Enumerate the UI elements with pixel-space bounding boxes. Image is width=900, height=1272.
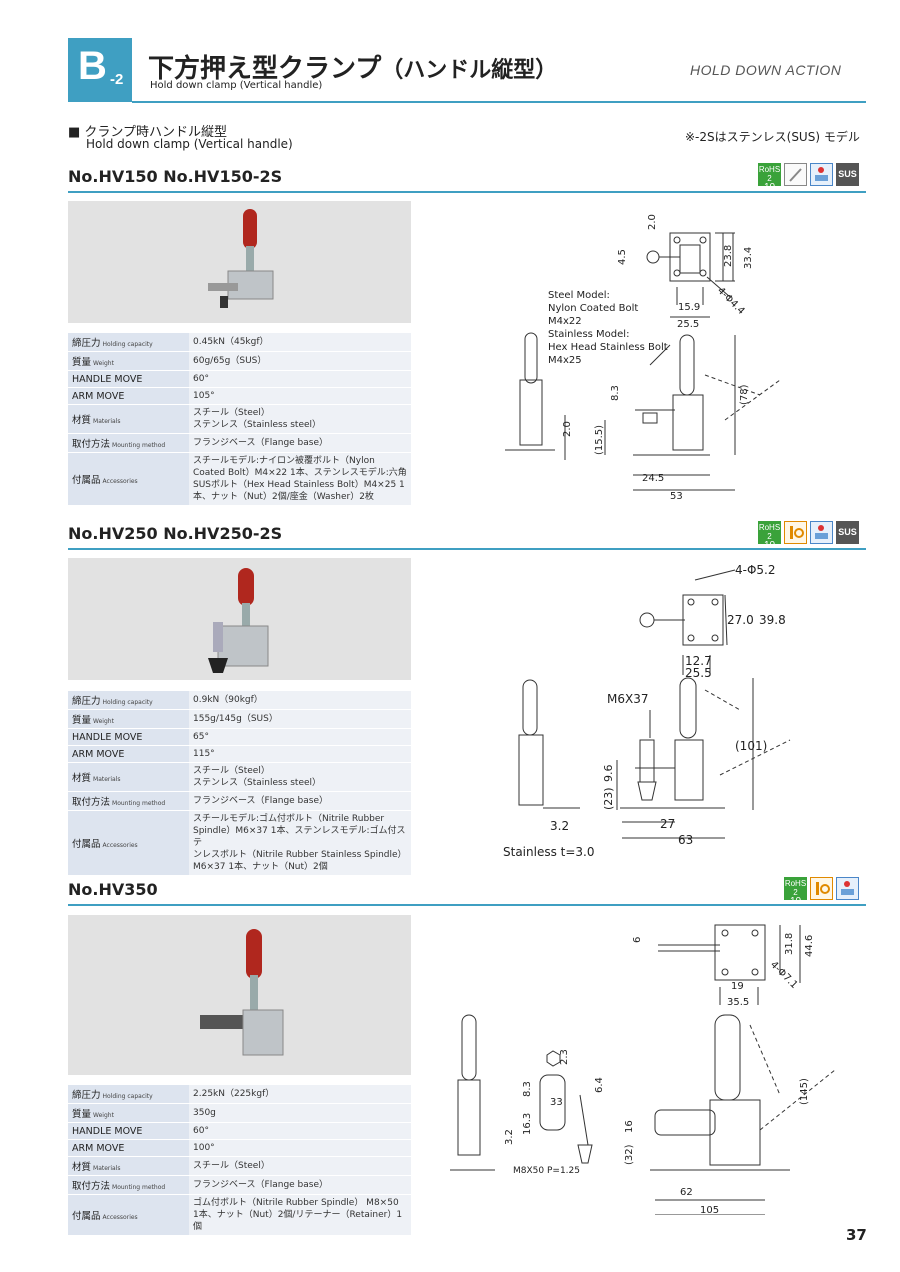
page-number: 37 <box>846 1226 867 1244</box>
svg-text:16: 16 <box>624 1120 635 1133</box>
svg-text:33.4: 33.4 <box>743 247 754 269</box>
svg-text:(78): (78) <box>739 384 750 405</box>
svg-text:19: 19 <box>731 981 744 992</box>
svg-text:8.3: 8.3 <box>522 1081 533 1097</box>
technical-drawing: 4-Φ5.2 27.0 39.8 12.7 25.5 M6X37 (101) 9… <box>503 563 791 859</box>
svg-text:31.8: 31.8 <box>784 933 795 955</box>
section-title: ■ クランプ時ハンドル縦型 <box>68 125 228 140</box>
svg-text:M4x22: M4x22 <box>548 316 582 327</box>
svg-text:53: 53 <box>670 491 683 502</box>
clamp-photo-icon <box>208 209 274 308</box>
svg-text:Hex Head Stainless Bolt: Hex Head Stainless Bolt <box>548 342 668 353</box>
svg-text:24.5: 24.5 <box>642 473 664 484</box>
technical-drawing: 6 31.8 44.6 4-Φ7.1 19 35.5 2.3 8.3 6.4 3… <box>450 924 836 1215</box>
svg-text:35.5: 35.5 <box>727 997 749 1008</box>
sus-icon: SUS <box>836 163 859 186</box>
svg-text:(32): (32) <box>624 1144 635 1165</box>
svg-text:Stainless t=3.0: Stainless t=3.0 <box>503 845 595 859</box>
svg-text:9.6: 9.6 <box>602 765 615 783</box>
svg-text:63: 63 <box>678 833 693 847</box>
clamp-photo-icon <box>200 929 284 1056</box>
svg-text:4.5: 4.5 <box>617 249 628 265</box>
svg-text:8.3: 8.3 <box>610 385 621 401</box>
svg-text:23.8: 23.8 <box>723 245 734 267</box>
page-subtitle: Hold down clamp (Vertical handle) <box>150 80 323 91</box>
bolt-washer-icon <box>784 521 807 544</box>
bolt-washer-icon <box>810 877 833 900</box>
svg-text:6: 6 <box>632 937 643 943</box>
product-title: No.HV350 <box>68 880 158 899</box>
product-rule <box>68 191 866 193</box>
svg-text:M8X50 P=1.25: M8X50 P=1.25 <box>513 1166 580 1176</box>
svg-text:4-Φ5.2: 4-Φ5.2 <box>735 563 776 577</box>
technical-drawing: 2.0 4.5 23.8 33.4 15.9 4-Φ4.4 25.5 Steel… <box>505 214 781 502</box>
svg-text:27: 27 <box>660 817 675 831</box>
svg-text:(145): (145) <box>799 1078 810 1105</box>
svg-text:4-Φ7.1: 4-Φ7.1 <box>768 959 800 991</box>
section-badge: B -2 <box>68 38 132 102</box>
sus-icon: SUS <box>836 521 859 544</box>
header-rule <box>132 101 866 103</box>
svg-text:39.8: 39.8 <box>759 613 786 627</box>
svg-text:25.5: 25.5 <box>677 319 699 330</box>
svg-text:(101): (101) <box>735 739 767 753</box>
svg-text:12.7: 12.7 <box>685 654 712 668</box>
svg-text:33: 33 <box>550 1097 563 1108</box>
product-photo <box>68 558 411 680</box>
svg-text:25.5: 25.5 <box>685 666 712 680</box>
svg-text:3.2: 3.2 <box>550 819 569 833</box>
svg-text:2.0: 2.0 <box>562 421 573 437</box>
svg-text:105: 105 <box>700 1205 719 1215</box>
svg-text:M4x25: M4x25 <box>548 355 582 366</box>
bath-icon <box>810 521 833 544</box>
svg-text:44.6: 44.6 <box>804 935 815 957</box>
svg-text:Steel Model:: Steel Model: <box>548 290 610 301</box>
svg-text:16.3: 16.3 <box>522 1113 533 1135</box>
svg-text:2.0: 2.0 <box>647 214 658 230</box>
svg-text:2.3: 2.3 <box>559 1049 570 1065</box>
svg-text:62: 62 <box>680 1187 693 1198</box>
svg-text:4-Φ4.4: 4-Φ4.4 <box>715 285 747 317</box>
svg-text:(15.5): (15.5) <box>594 425 605 455</box>
clamp-photo-icon <box>208 568 269 673</box>
svg-text:15.9: 15.9 <box>678 302 700 313</box>
section-subtitle: Hold down clamp (Vertical handle) <box>86 137 293 151</box>
wrench-icon <box>784 163 807 186</box>
product-rule <box>68 904 866 906</box>
badge-sub: -2 <box>110 71 124 88</box>
product-photo <box>68 915 411 1075</box>
product-title: No.HV250 No.HV250-2S <box>68 524 283 543</box>
action-label: HOLD DOWN ACTION <box>690 62 842 78</box>
svg-text:6.4: 6.4 <box>594 1077 605 1093</box>
svg-text:Stainless Model:: Stainless Model: <box>548 329 629 340</box>
svg-text:M6X37: M6X37 <box>607 692 648 706</box>
badge-letter: B <box>78 44 107 88</box>
product-rule <box>68 548 866 550</box>
product-photo <box>68 201 411 323</box>
svg-text:3.2: 3.2 <box>504 1129 515 1145</box>
page-title: 下方押え型クランプ（ハンドル縦型） <box>148 54 558 84</box>
svg-text:Nylon Coated Bolt: Nylon Coated Bolt <box>548 303 638 314</box>
bath-icon <box>810 163 833 186</box>
sus-note: ※-2Sはステンレス(SUS) モデル <box>685 130 860 144</box>
product-title: No.HV150 No.HV150-2S <box>68 167 283 186</box>
bath-icon <box>836 877 859 900</box>
svg-text:27.0: 27.0 <box>727 613 754 627</box>
svg-text:(23): (23) <box>602 787 615 810</box>
